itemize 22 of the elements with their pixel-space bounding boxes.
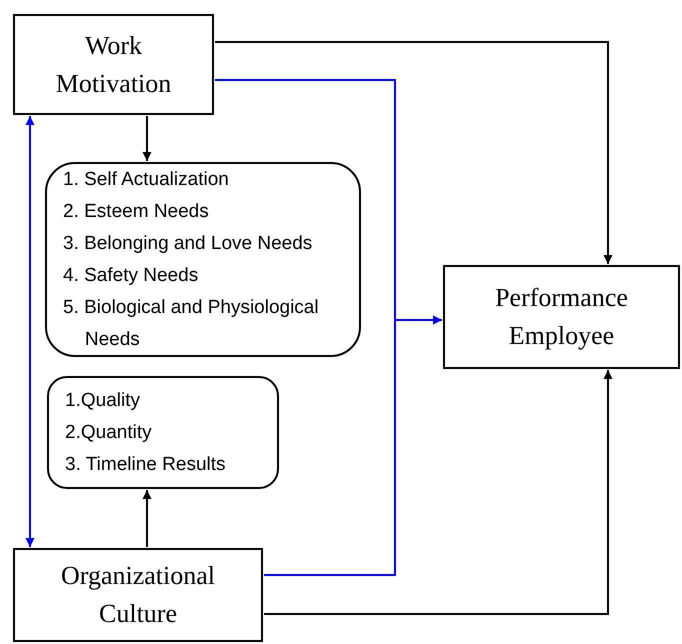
arrow — [142, 490, 152, 547]
arrow — [26, 116, 34, 547]
arrow — [142, 116, 152, 161]
arrow — [264, 316, 442, 576]
arrow — [264, 370, 612, 615]
list-item: 1.Quality — [65, 388, 140, 412]
list-item: 1. Self Actualization — [63, 168, 229, 192]
list-item: 2.Quantity — [65, 420, 152, 444]
box-label: Work Motivation — [54, 30, 172, 100]
list-item: 3. Belonging and Love Needs — [63, 232, 312, 256]
list-item: 5. Biological and Physiological Needs — [63, 296, 320, 352]
list-item: 2. Esteem Needs — [63, 200, 209, 224]
concept-box — [13, 14, 214, 115]
concept-box — [443, 265, 680, 369]
box-label: Organizational Culture — [60, 560, 216, 630]
list-box — [47, 376, 279, 489]
arrow — [215, 41, 612, 264]
box-label: Performance Employee — [494, 282, 629, 352]
list-box — [45, 162, 361, 357]
list-item: 4. Safety Needs — [63, 264, 198, 288]
concept-box — [13, 548, 263, 642]
list-item: 3. Timeline Results — [65, 452, 226, 476]
